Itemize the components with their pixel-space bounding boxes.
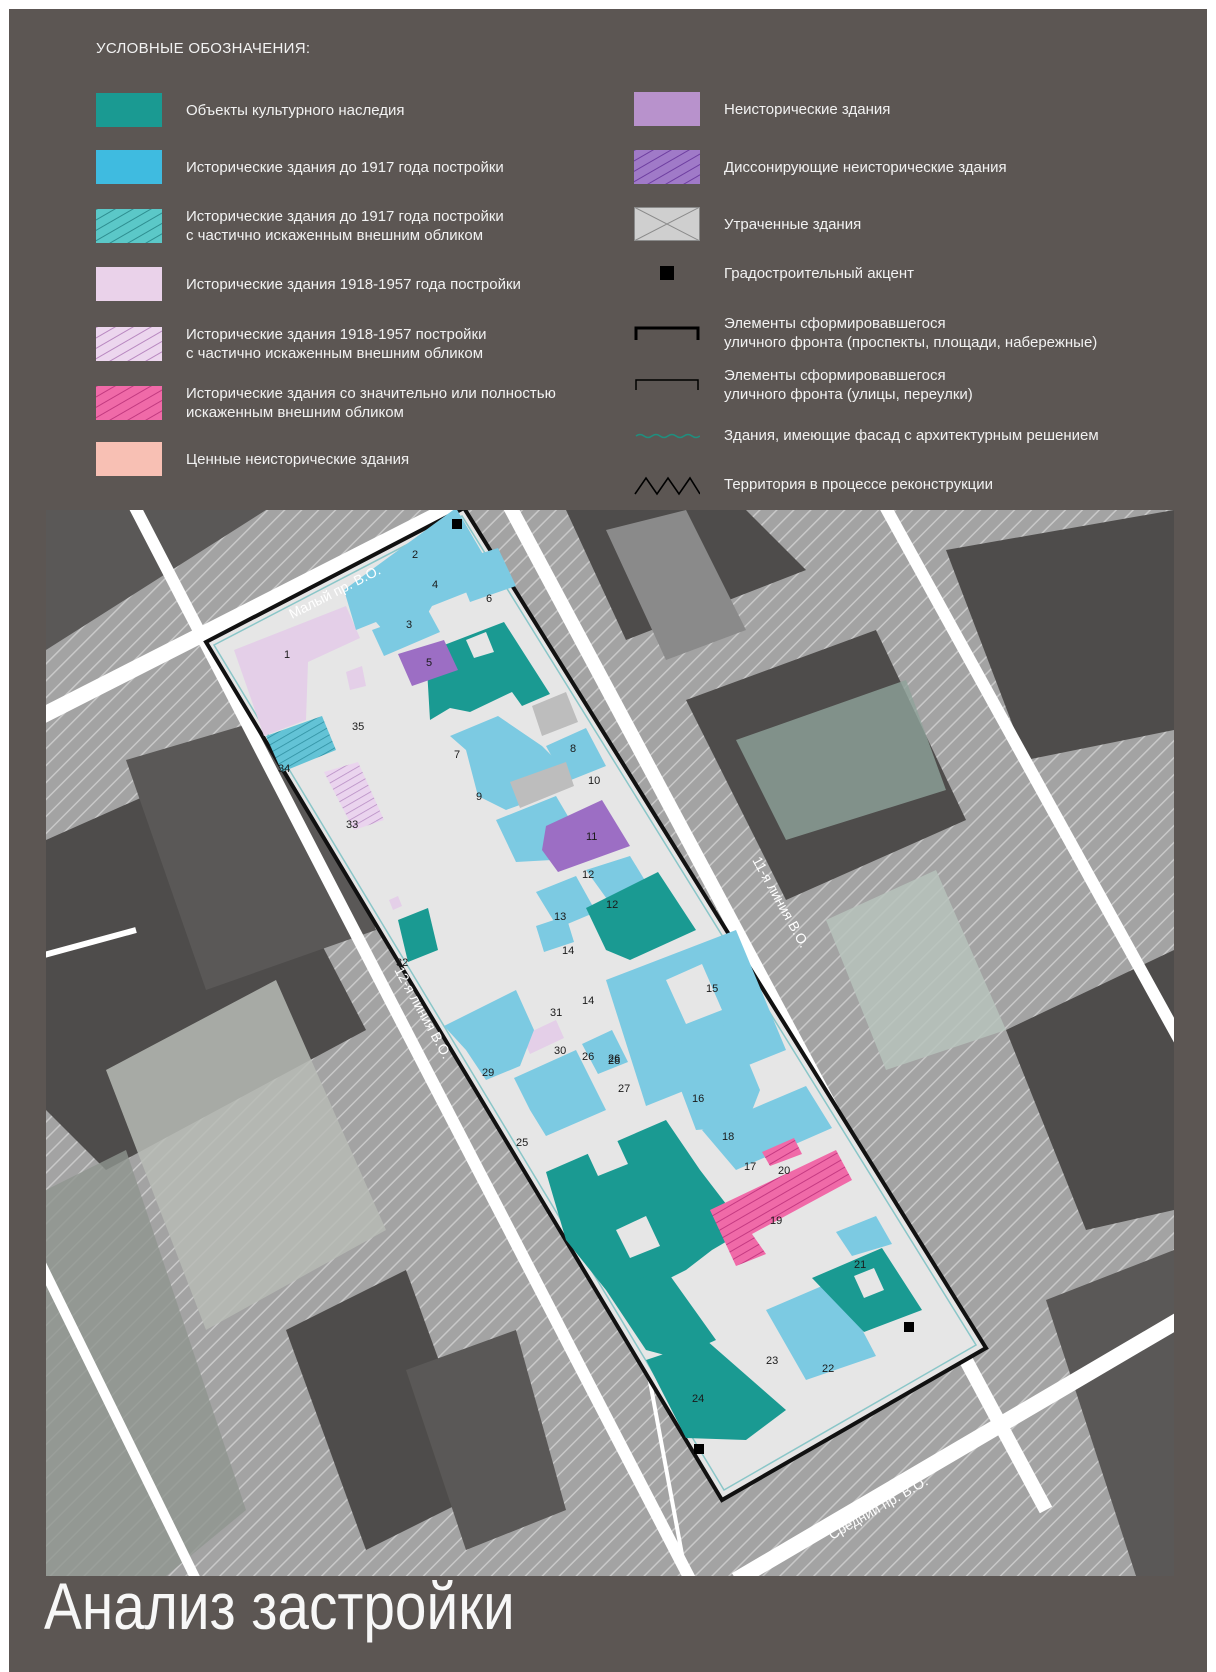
legend-swatch-historic	[96, 150, 162, 184]
building-number: 8	[570, 743, 576, 755]
building-number: 31	[550, 1007, 562, 1019]
site-map: 1 2 3 4 5 6 7 8 9 10 11 12 12 13 14 14 1…	[46, 510, 1174, 1576]
building-number: 3	[406, 619, 412, 631]
building-number: 9	[476, 791, 482, 803]
building-number: 23	[766, 1355, 778, 1367]
legend-title: УСЛОВНЫЕ ОБОЗНАЧЕНИЯ:	[96, 40, 311, 57]
legend-label: Исторические здания 1918-1957 года постр…	[186, 275, 521, 293]
legend-label: Исторические здания до 1917 года построй…	[186, 208, 504, 244]
legend-item-dissonant: Диссонирующие неисторические здания	[634, 150, 1007, 184]
building-number: 20	[778, 1165, 790, 1177]
legend-label: Ценные неисторические здания	[186, 450, 410, 468]
building-number: 30	[554, 1045, 566, 1057]
legend-swatch-heritage	[96, 93, 162, 127]
building-number: 18	[722, 1131, 734, 1143]
building-number: 34	[278, 763, 290, 775]
building-number-labels: 1 2 3 4 5 6 7 8 9 10 11 12 12 13 14 14 1…	[278, 549, 866, 1405]
legend-item-front-minor: Элементы сформировавшегося уличного фрон…	[634, 366, 973, 404]
legend-label: Градостроительный акцент	[724, 264, 915, 282]
legend-label: Элементы сформировавшегося уличного фрон…	[724, 367, 973, 403]
building-number: 19	[770, 1215, 782, 1227]
legend-item-historic: Исторические здания до 1917 года построй…	[96, 150, 504, 184]
page-title: Анализ застройки	[44, 1569, 515, 1643]
building-number: 5	[426, 657, 432, 669]
legend-swatch-historic-hatched	[96, 209, 162, 243]
building-number: 15	[706, 983, 718, 995]
legend-swatch-wave	[634, 418, 700, 452]
legend-swatch-lost-crossed	[634, 207, 700, 241]
legend-item-front-major: Элементы сформировавшегося уличного фрон…	[634, 314, 1097, 352]
block-buildings	[234, 510, 922, 1454]
building-number: 29	[482, 1067, 494, 1079]
building-number: 25	[516, 1137, 528, 1149]
legend-label: Утраченные здания	[724, 215, 862, 233]
legend-swatch-accent-square	[634, 256, 700, 290]
building-number: 16	[692, 1093, 704, 1105]
legend-label: Исторические здания до 1917 года построй…	[186, 158, 504, 176]
building-number: 1	[284, 649, 290, 661]
building-number: 17	[744, 1161, 756, 1173]
building-number: 7	[454, 749, 460, 761]
building-number: 26	[608, 1053, 620, 1065]
legend-label: Диссонирующие неисторические здания	[724, 158, 1007, 176]
legend-item-accent: Градостроительный акцент	[634, 256, 914, 290]
building-number: 12	[606, 899, 618, 911]
building-number: 24	[692, 1393, 704, 1405]
legend-swatch-distorted-hatched	[96, 386, 162, 420]
legend-item-soviet: Исторические здания 1918-1957 года постр…	[96, 267, 521, 301]
building-number: 6	[486, 593, 492, 605]
legend-swatch-valuable	[96, 442, 162, 476]
building-number: 27	[618, 1083, 630, 1095]
legend-swatch-soviet-hatched	[96, 327, 162, 361]
legend-item-historic-distorted: Исторические здания до 1917 года построй…	[96, 207, 504, 245]
building-number: 35	[352, 721, 364, 733]
legend-swatch-thin-line	[634, 368, 700, 402]
legend-label: Исторические здания со значительно или п…	[186, 385, 556, 421]
building-number: 11	[586, 831, 597, 843]
study-block	[203, 510, 989, 1503]
legend-item-valuable-nonhistoric: Ценные неисторические здания	[96, 442, 409, 476]
building-number: 22	[822, 1363, 834, 1375]
building-number: 14	[582, 995, 594, 1007]
building-number: 33	[346, 819, 358, 831]
legend-item-soviet-distorted: Исторические здания 1918-1957 постройки …	[96, 325, 487, 363]
legend-item-nonhistoric: Неисторические здания	[634, 92, 890, 126]
legend-label: Неисторические здания	[724, 100, 891, 118]
legend-swatch-soviet	[96, 267, 162, 301]
legend-swatch-zigzag	[634, 467, 700, 501]
legend-swatch-nonhistoric	[634, 92, 700, 126]
legend-label: Территория в процессе реконструкции	[724, 475, 993, 493]
building-number: 21	[854, 1259, 866, 1271]
legend-label: Исторические здания 1918-1957 постройки …	[186, 326, 487, 362]
legend-label: Здания, имеющие фасад с архитектурным ре…	[724, 426, 1099, 444]
building-number: 2	[412, 549, 418, 561]
map-canvas: 1 2 3 4 5 6 7 8 9 10 11 12 12 13 14 14 1…	[46, 510, 1174, 1576]
building-number: 10	[588, 775, 600, 787]
legend-item-heritage: Объекты культурного наследия	[96, 93, 404, 127]
legend-swatch-dissonant-hatched	[634, 150, 700, 184]
building-number: 4	[432, 579, 438, 591]
building-number: 26	[582, 1051, 594, 1063]
surrounding-blocks	[46, 510, 1174, 1576]
legend-label: Объекты культурного наследия	[186, 101, 405, 119]
legend-swatch-thick-line	[634, 316, 700, 350]
building-number: 13	[554, 911, 566, 923]
legend-item-facade: Здания, имеющие фасад с архитектурным ре…	[634, 418, 1099, 452]
legend-item-reconstruction: Территория в процессе реконструкции	[634, 467, 993, 501]
building-number: 32	[396, 957, 408, 969]
legend-item-heavily-distorted: Исторические здания со значительно или п…	[96, 384, 556, 422]
legend-item-lost: Утраченные здания	[634, 207, 861, 241]
building-number: 12	[582, 869, 594, 881]
building-number: 14	[562, 945, 574, 957]
legend-label: Элементы сформировавшегося уличного фрон…	[724, 315, 1098, 351]
building-number: 28	[608, 1055, 620, 1067]
